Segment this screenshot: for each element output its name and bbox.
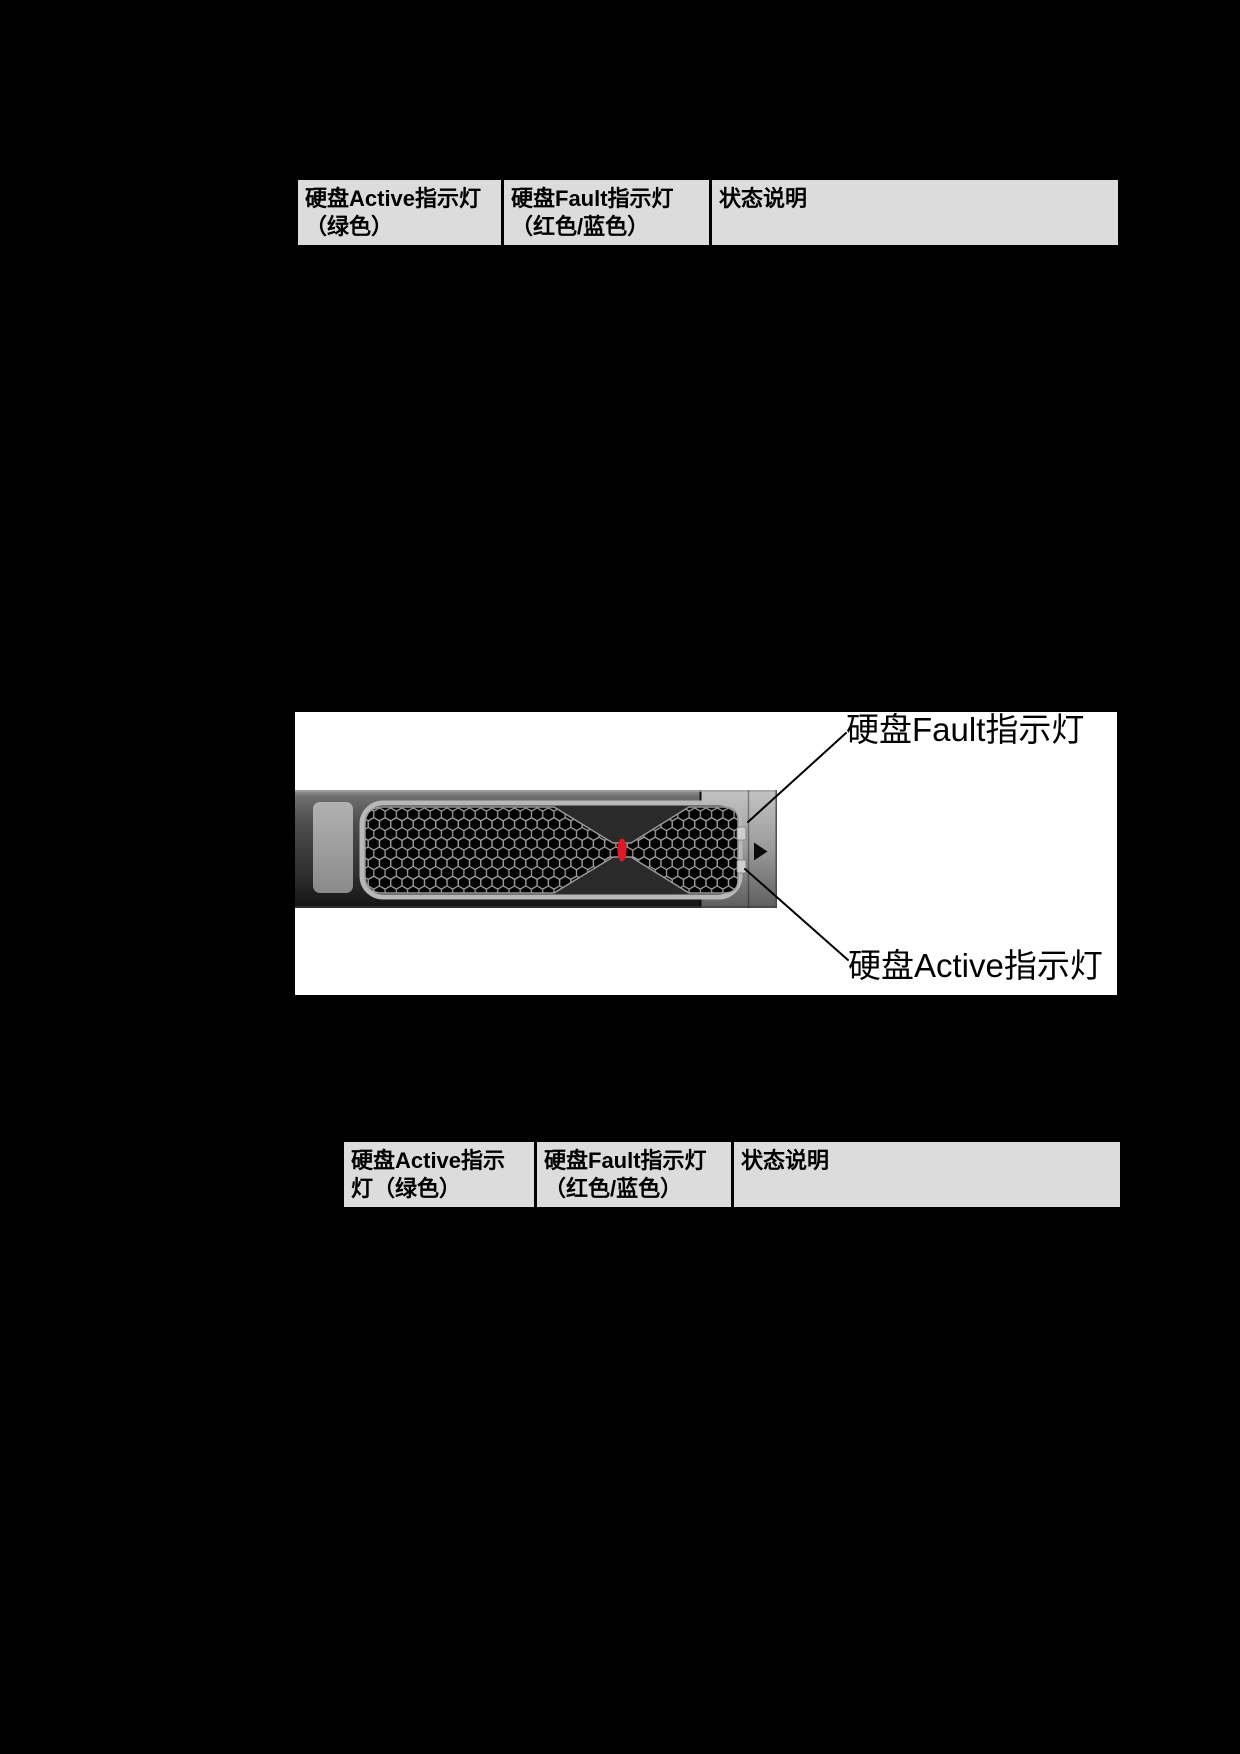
table-top-header-active-led: 硬盘Active指示灯 （绿色） — [298, 180, 501, 245]
fault-led-callout-label: 硬盘Fault指示灯 — [846, 711, 1085, 748]
table-top-header-fault-led: 硬盘Fault指示灯 （红色/蓝色） — [504, 180, 709, 245]
table-bottom-header-active-led: 硬盘Active指示 灯（绿色） — [344, 1142, 534, 1207]
table-bottom-header-fault-led: 硬盘Fault指示灯 （红色/蓝色） — [537, 1142, 731, 1207]
active-callout-line — [744, 868, 849, 961]
fault-led-slot — [736, 826, 747, 841]
active-led-slot — [736, 859, 747, 874]
handle-arrow-icon — [754, 842, 768, 861]
led-status-table-top-header: 硬盘Active指示灯 （绿色） 硬盘Fault指示灯 （红色/蓝色） 状态说明 — [296, 178, 1120, 247]
red-center-led — [617, 838, 627, 862]
fault-callout-line — [747, 732, 847, 823]
active-led-callout-label: 硬盘Active指示灯 — [848, 947, 1103, 984]
honeycomb-mesh — [364, 806, 739, 894]
table-bottom-header-status-desc: 状态说明 — [734, 1142, 1120, 1207]
tray-latch — [313, 802, 353, 893]
table-top-header-status-desc: 状态说明 — [712, 180, 1118, 245]
drive-tray-figure: 硬盘Fault指示灯 硬盘Active指示灯 — [295, 711, 1117, 995]
drive-tray-illustration — [295, 732, 849, 961]
drive-tray — [295, 790, 777, 908]
led-status-table-bottom-header: 硬盘Active指示 灯（绿色） 硬盘Fault指示灯 （红色/蓝色） 状态说明 — [342, 1140, 1122, 1209]
